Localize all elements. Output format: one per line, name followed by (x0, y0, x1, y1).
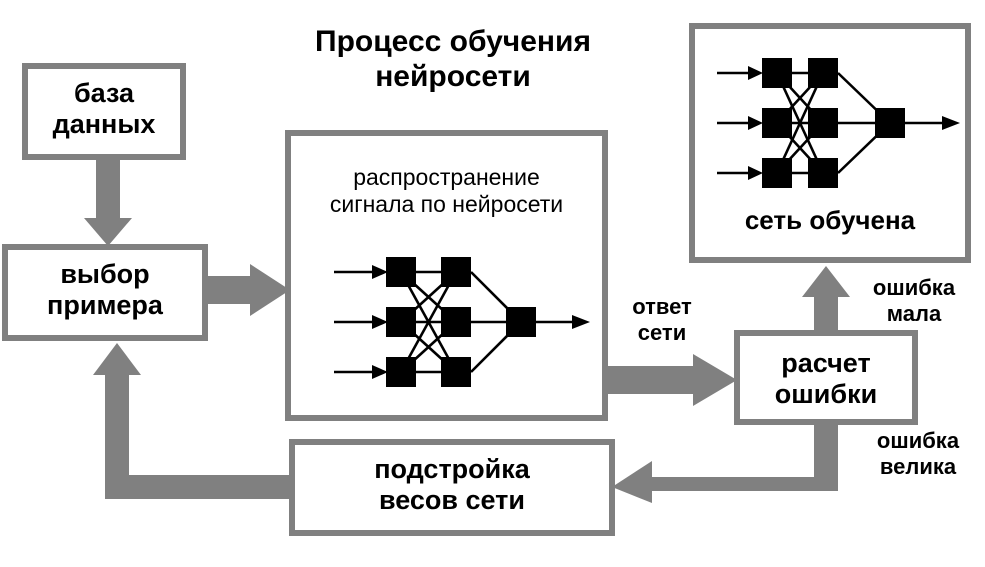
label-trained-net: сеть обучена (744, 205, 916, 235)
label-database: база данных (52, 78, 156, 140)
arrow-select-to-propagation (205, 264, 290, 316)
label-select-example: выбор примера (47, 259, 163, 321)
network-nodes-trained (762, 58, 905, 188)
arrow-errorcalc-to-weighttuning (612, 422, 838, 503)
arrow-propagation-to-errorcalc (605, 354, 737, 406)
label-error-large: ошибка велика (876, 428, 960, 479)
box-select-example (2, 244, 208, 341)
label-net-answer: ответ сети (632, 294, 692, 345)
network-nodes (386, 257, 536, 387)
arrow-weighttuning-to-select (93, 343, 292, 499)
label-error-small: ошибка мала (872, 275, 956, 326)
box-database (22, 63, 186, 160)
arrow-errorcalc-to-trainednet (802, 266, 850, 333)
arrow-database-to-select (84, 157, 132, 246)
label-propagation: распространение сигнала по нейросети (329, 164, 564, 217)
label-error-calc: расчет ошибки (774, 348, 878, 410)
box-weight-tuning (289, 439, 615, 536)
box-error-calc (734, 330, 918, 425)
label-weight-tuning: подстройка весов сети (374, 454, 530, 516)
diagram-title: Процесс обучения нейросети (315, 25, 591, 93)
